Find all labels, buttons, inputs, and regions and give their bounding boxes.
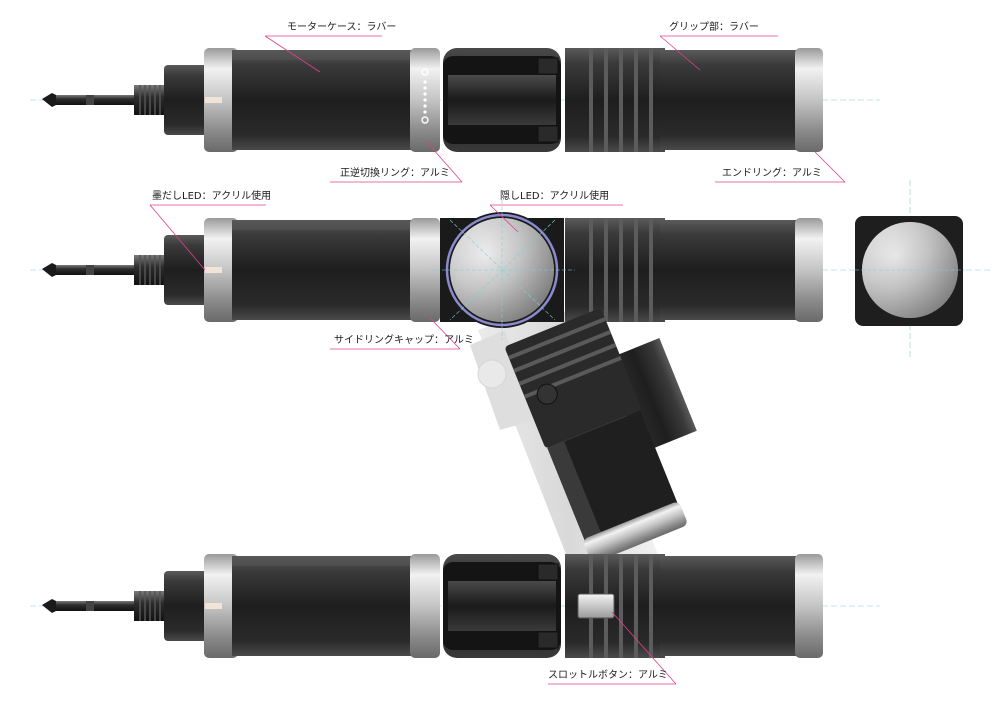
callout-direction-ring: 正逆切換リング：アルミ bbox=[340, 168, 450, 179]
callout-grip: グリップ部：ラバー bbox=[669, 22, 759, 33]
callout-sumi-led: 墨だしLED：アクリル使用 bbox=[152, 191, 272, 202]
drill-top-view bbox=[41, 47, 823, 153]
callout-hidden-led: 隠しLED：アクリル使用 bbox=[500, 191, 610, 202]
hidden-led-disc bbox=[430, 200, 575, 340]
callout-slot-button: スロットルボタン：アルミ bbox=[548, 670, 668, 681]
swivel-grip bbox=[505, 309, 697, 562]
drill-bottom-view bbox=[41, 553, 823, 659]
callout-end-ring: エンドリング：アルミ bbox=[722, 168, 822, 179]
slot-button-shape bbox=[577, 593, 615, 619]
callout-side-ring-cap: サイドリングキャップ：アルミ bbox=[334, 335, 474, 346]
callout-lines bbox=[149, 35, 846, 685]
end-view bbox=[855, 216, 965, 326]
callout-motor-case: モーターケース：ラバー bbox=[287, 22, 397, 33]
